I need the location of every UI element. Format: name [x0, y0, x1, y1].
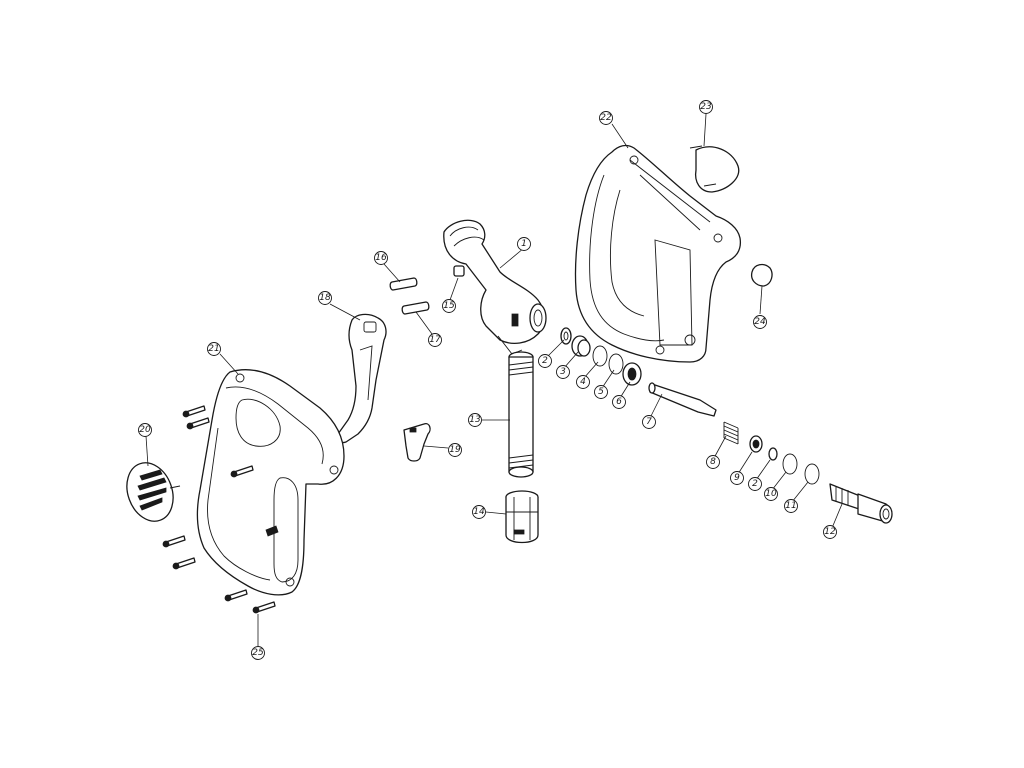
pin-16 — [389, 277, 418, 291]
callout-23: 23 — [699, 100, 713, 114]
callout-12: 12 — [823, 525, 837, 539]
screws — [162, 405, 276, 614]
svg-text:4: 4 — [580, 377, 586, 387]
callout-8: 8 — [706, 455, 720, 469]
callout-6: 6 — [612, 395, 626, 409]
o-ring-4 — [592, 345, 608, 367]
svg-text:16: 16 — [375, 253, 387, 263]
callout-19: 19 — [448, 443, 462, 457]
svg-text:21: 21 — [208, 344, 219, 354]
pin-17 — [401, 301, 430, 315]
callout-24: 24 — [753, 315, 767, 329]
callout-21: 21 — [207, 342, 221, 356]
valve-stem — [648, 382, 717, 417]
seal-2b — [768, 447, 778, 461]
svg-text:17: 17 — [429, 335, 441, 345]
safety-latch — [403, 423, 431, 462]
spacer-3 — [571, 335, 591, 357]
callout-13: 13 — [468, 413, 482, 427]
svg-text:19: 19 — [449, 445, 461, 455]
left-handle-half — [196, 369, 345, 596]
o-ring-10 — [782, 453, 798, 475]
svg-text:10: 10 — [765, 489, 777, 499]
screw — [252, 601, 276, 614]
screw — [230, 465, 254, 478]
svg-text:12: 12 — [824, 527, 836, 537]
callout-2a: 2 — [538, 354, 552, 368]
callout-7: 7 — [642, 415, 656, 429]
screw — [186, 417, 210, 430]
callout-9: 9 — [730, 471, 744, 485]
callout-11: 11 — [784, 499, 798, 513]
end-cap — [750, 263, 773, 287]
screw — [172, 557, 196, 570]
svg-text:20: 20 — [139, 425, 151, 435]
callout-16: 16 — [374, 251, 388, 265]
callout-22: 22 — [599, 111, 613, 125]
pin-15 — [453, 265, 465, 277]
callout-5: 5 — [594, 385, 608, 399]
callout-20: 20 — [138, 423, 152, 437]
callout-2b: 2 — [748, 477, 762, 491]
svg-text:14: 14 — [473, 507, 485, 517]
svg-text:3: 3 — [560, 367, 566, 377]
extension-tube — [508, 351, 534, 478]
right-handle-half — [574, 144, 742, 363]
svg-text:13: 13 — [469, 415, 481, 425]
svg-text:2: 2 — [542, 356, 548, 366]
svg-text:6: 6 — [616, 397, 622, 407]
seat-6 — [622, 362, 642, 386]
callout-14: 14 — [472, 505, 486, 519]
svg-text:2: 2 — [752, 479, 758, 489]
svg-text:24: 24 — [754, 317, 766, 327]
callout-4: 4 — [576, 375, 590, 389]
screw — [162, 535, 186, 548]
svg-text:15: 15 — [443, 301, 455, 311]
trigger — [336, 313, 387, 444]
coupling-nut — [505, 490, 539, 544]
callout-10: 10 — [764, 487, 778, 501]
svg-text:11: 11 — [785, 501, 796, 511]
svg-text:5: 5 — [598, 387, 604, 397]
svg-text:22: 22 — [600, 113, 612, 123]
spring — [723, 421, 739, 445]
callout-25: 25 — [251, 646, 265, 660]
handle-cover-plate — [689, 145, 740, 193]
callout-1: 1 — [517, 237, 531, 251]
svg-text:8: 8 — [710, 457, 716, 467]
o-ring-5 — [608, 353, 624, 375]
svg-text:25: 25 — [252, 648, 264, 658]
callout-17: 17 — [428, 333, 442, 347]
leader-lines — [145, 113, 843, 646]
svg-text:1: 1 — [521, 239, 527, 249]
seal-9 — [749, 435, 763, 453]
valve-body — [443, 219, 547, 355]
svg-text:7: 7 — [646, 417, 652, 427]
svg-text:9: 9 — [734, 473, 740, 483]
svg-text:23: 23 — [700, 102, 712, 112]
svg-text:18: 18 — [319, 293, 331, 303]
o-ring-11 — [804, 463, 820, 485]
cover-disc — [126, 462, 181, 522]
callout-18: 18 — [318, 291, 332, 305]
callout-15: 15 — [442, 299, 456, 313]
screw — [182, 405, 206, 418]
callout-3: 3 — [556, 365, 570, 379]
screw — [224, 589, 248, 602]
inlet-fitting — [829, 483, 893, 524]
